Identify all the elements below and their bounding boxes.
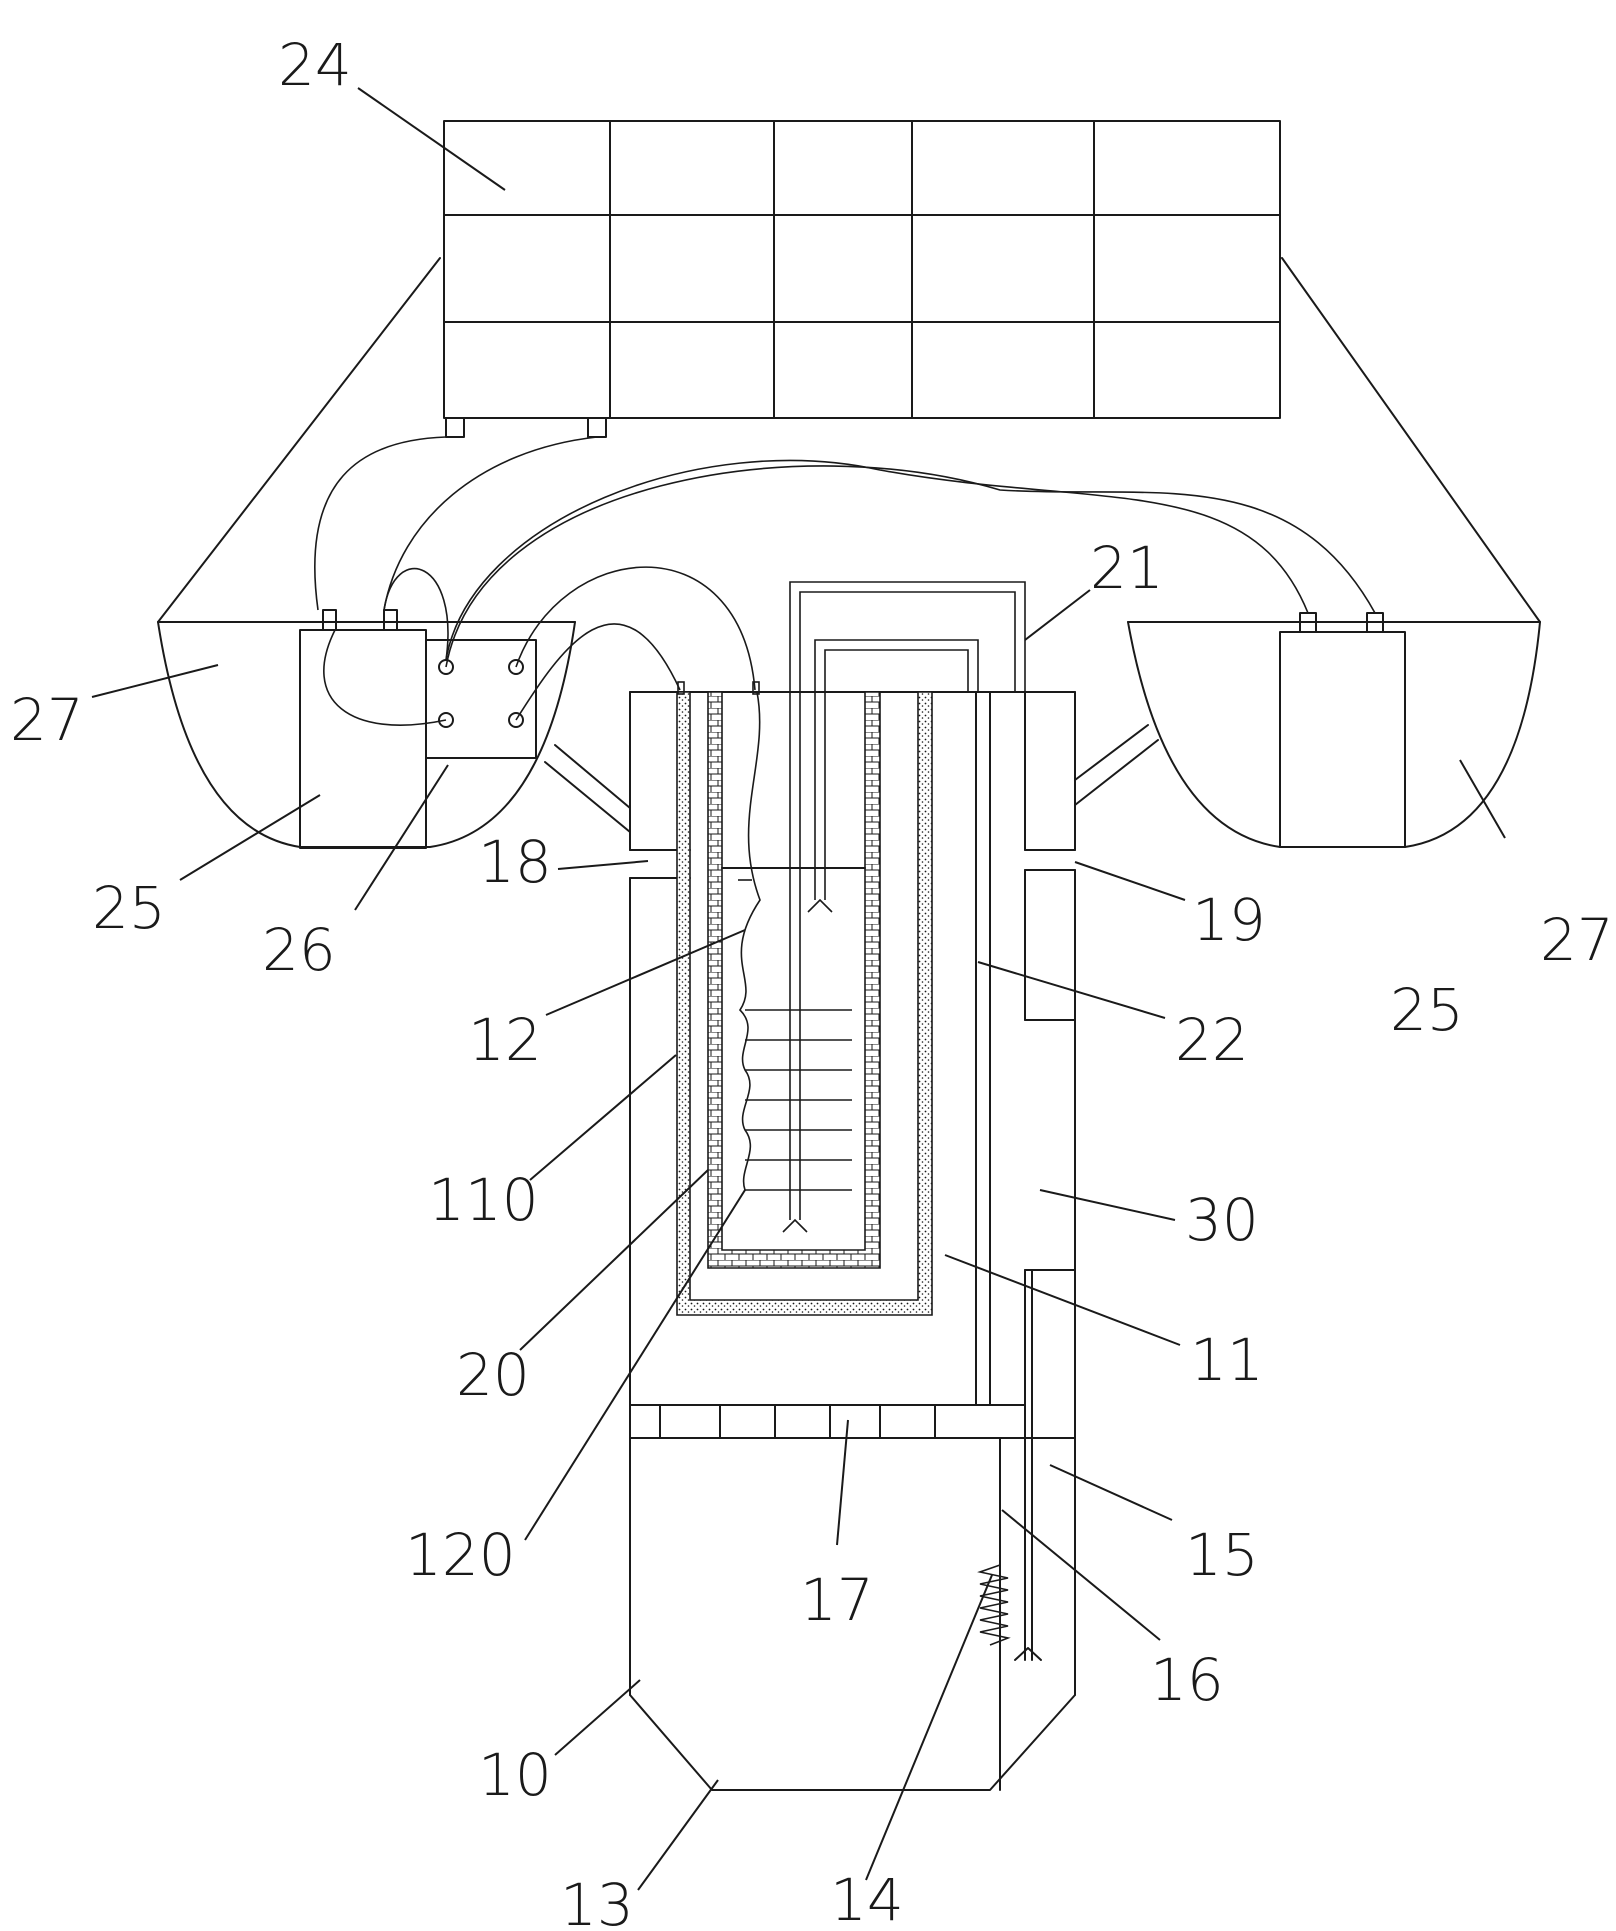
label-18: 18 <box>478 828 552 896</box>
label-20: 20 <box>456 1341 530 1409</box>
solar-panel <box>443 120 1281 438</box>
label-22: 22 <box>1175 1006 1249 1074</box>
right-float <box>1074 612 1541 848</box>
label-120: 120 <box>405 1521 516 1589</box>
main-body <box>629 691 1076 1791</box>
label-26: 26 <box>262 916 336 984</box>
label-13: 13 <box>560 1871 634 1931</box>
wires <box>314 436 1376 726</box>
support-lines <box>157 257 1541 623</box>
label-11: 11 <box>1190 1326 1264 1394</box>
label-27-right: 27 <box>1540 906 1614 974</box>
label-14: 14 <box>830 1866 904 1931</box>
leader-lines <box>91 87 1506 1891</box>
left-float <box>157 609 631 849</box>
label-25-right: 25 <box>1390 976 1464 1044</box>
inner-tank <box>677 581 1026 1233</box>
label-30: 30 <box>1185 1186 1259 1254</box>
reference-numerals: 24 21 27 27 25 25 26 18 19 12 22 110 30 … <box>10 31 1614 1931</box>
label-110: 110 <box>428 1166 539 1234</box>
label-27-left: 27 <box>10 686 84 754</box>
label-25-left: 25 <box>92 874 166 942</box>
label-19: 19 <box>1192 886 1266 954</box>
label-12: 12 <box>468 1006 542 1074</box>
label-15: 15 <box>1185 1521 1259 1589</box>
label-10: 10 <box>478 1741 552 1809</box>
label-21: 21 <box>1090 534 1164 602</box>
label-17: 17 <box>800 1566 874 1634</box>
insulation-layers <box>676 691 933 1316</box>
label-16: 16 <box>1150 1646 1224 1714</box>
label-24: 24 <box>278 31 352 99</box>
